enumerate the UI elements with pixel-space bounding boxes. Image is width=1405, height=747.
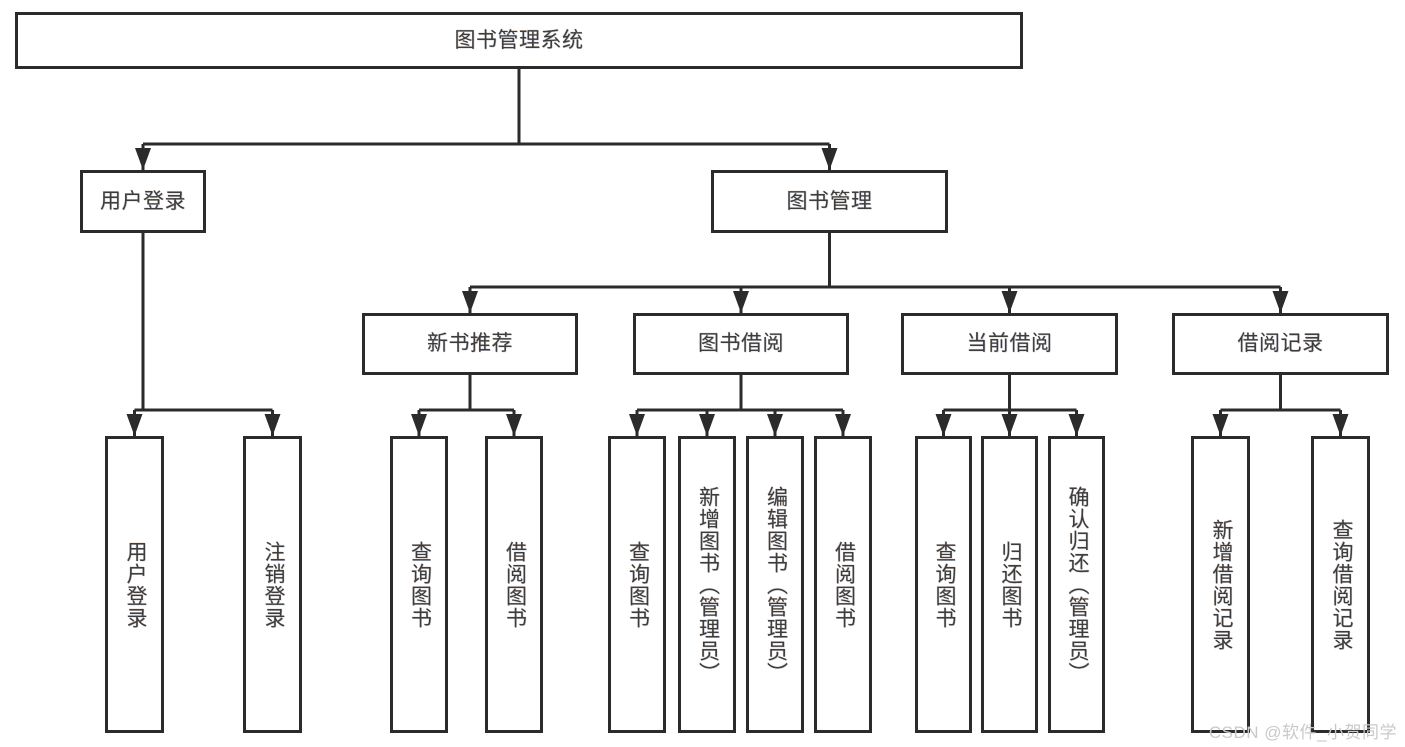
node-box-leaf-add-book[interactable]	[678, 436, 736, 733]
node-box-leaf-add-record[interactable]	[1191, 436, 1250, 733]
arrow-head-leaf-borrow-book-2	[835, 414, 851, 436]
arrow-head-leaf-query-book-3	[935, 414, 952, 436]
arrow-head-leaf-add-record	[1212, 414, 1229, 436]
arrow-head-leaf-edit-book	[767, 414, 783, 436]
node-box-current-borrow[interactable]	[901, 313, 1118, 375]
arrow-head-leaf-query-book-2	[629, 414, 645, 436]
arrow-head-leaf-borrow-book-1	[506, 414, 522, 436]
arrow-head-leaf-query-record	[1332, 414, 1349, 436]
node-box-book-manage[interactable]	[711, 170, 948, 233]
arrow-head-leaf-add-book	[699, 414, 715, 436]
box-layer	[15, 12, 1389, 733]
arrow-head-leaf-return-book	[1001, 414, 1018, 436]
node-box-leaf-query-record[interactable]	[1311, 436, 1370, 733]
node-box-leaf-edit-book[interactable]	[746, 436, 804, 733]
arrow-head-leaf-query-book-1	[411, 414, 427, 436]
node-box-root[interactable]	[15, 12, 1023, 69]
node-box-leaf-query-book-3[interactable]	[915, 436, 972, 733]
arrow-head-current-borrow	[1001, 291, 1018, 313]
node-box-leaf-borrow-book-2[interactable]	[814, 436, 872, 733]
node-box-leaf-confirm-return[interactable]	[1048, 436, 1105, 733]
arrow-head-borrow-record	[1272, 291, 1289, 313]
arrow-head-leaf-user-login	[126, 414, 143, 436]
node-box-leaf-query-book-2[interactable]	[608, 436, 666, 733]
arrow-head-new-book-recommend	[462, 291, 478, 313]
arrow-head-user-login	[135, 148, 151, 170]
arrow-head-book-borrow	[733, 291, 749, 313]
node-box-new-book-recommend[interactable]	[362, 313, 578, 375]
node-box-book-borrow[interactable]	[633, 313, 849, 375]
arrow-head-book-manage	[821, 148, 838, 170]
node-box-leaf-user-login[interactable]	[105, 436, 164, 733]
node-box-leaf-borrow-book-1[interactable]	[485, 436, 543, 733]
node-box-user-login[interactable]	[80, 170, 206, 233]
node-box-leaf-query-book-1[interactable]	[390, 436, 448, 733]
edge-layer	[126, 69, 1349, 436]
node-box-leaf-return-book[interactable]	[981, 436, 1038, 733]
node-box-borrow-record[interactable]	[1172, 313, 1389, 375]
arrow-head-leaf-logout	[264, 414, 281, 436]
node-box-leaf-logout[interactable]	[243, 436, 302, 733]
arrow-head-leaf-confirm-return	[1068, 414, 1085, 436]
